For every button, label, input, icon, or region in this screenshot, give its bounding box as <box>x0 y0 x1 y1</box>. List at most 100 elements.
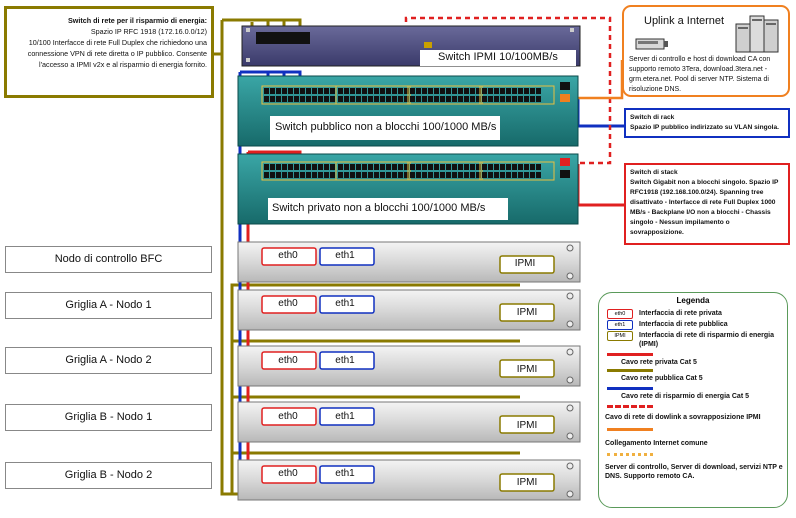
switch-port <box>500 164 505 170</box>
stack-note-title: Switch di stack <box>630 169 678 176</box>
switch-port <box>482 164 487 170</box>
legend-swatch-eth0: eth0 <box>607 309 633 319</box>
switch-port <box>386 172 391 178</box>
port-group <box>407 85 483 105</box>
switch-port <box>500 172 505 178</box>
switch-port <box>518 88 523 94</box>
switch-port <box>506 96 511 102</box>
node-label-grid-a-2: Griglia A - Nodo 2 <box>5 347 212 374</box>
switch-port <box>392 172 397 178</box>
switch-port <box>312 172 317 178</box>
switch-port <box>536 96 541 102</box>
switch-port <box>318 164 323 170</box>
switch-port <box>434 96 439 102</box>
switch-port <box>488 96 493 102</box>
switch-port <box>488 88 493 94</box>
node-ipmi-port <box>499 415 555 434</box>
node-eth1-port <box>319 351 375 370</box>
switch-port <box>464 172 469 178</box>
switch-port <box>446 164 451 170</box>
ipmi-switch <box>241 25 581 67</box>
switch-port <box>530 164 535 170</box>
switch-port <box>386 96 391 102</box>
switch-port <box>368 164 373 170</box>
node-ipmi-port <box>499 303 555 322</box>
switch-port <box>404 172 409 178</box>
switch-port <box>482 96 487 102</box>
switch-port <box>470 88 475 94</box>
node-1-eth0: eth0 <box>278 298 298 309</box>
switch-port <box>512 96 517 102</box>
node-ipmi-port <box>499 473 555 492</box>
switch-port <box>500 96 505 102</box>
legend-internet-link: Collegamento Internet comune <box>605 440 708 447</box>
switch-port <box>276 88 281 94</box>
public-switch <box>237 75 579 147</box>
switch-port <box>368 172 373 178</box>
rack-switch-note: Switch di rack Spazio IP pubblico indiri… <box>624 108 790 138</box>
switch-port <box>300 88 305 94</box>
node-3-eth1: eth1 <box>335 411 355 422</box>
switch-port <box>392 88 397 94</box>
switch-port <box>536 88 541 94</box>
switch-port <box>482 88 487 94</box>
switch-port <box>524 88 529 94</box>
switch-port <box>392 96 397 102</box>
switch-port <box>410 172 415 178</box>
switch-port <box>512 88 517 94</box>
switch-port <box>318 88 323 94</box>
node-2-eth1: eth1 <box>335 355 355 366</box>
switch-port <box>494 164 499 170</box>
switch-port <box>524 172 529 178</box>
node-1-eth1: eth1 <box>335 298 355 309</box>
switch-port <box>282 96 287 102</box>
switch-port <box>288 172 293 178</box>
switch-port <box>300 164 305 170</box>
switch-port <box>530 172 535 178</box>
switch-port <box>530 88 535 94</box>
switch-port <box>374 172 379 178</box>
node-2-ipmi: IPMI <box>516 364 538 375</box>
switch-port <box>536 172 541 178</box>
node-2-eth0: eth0 <box>278 355 298 366</box>
rack-screw <box>566 272 574 280</box>
switch-port <box>446 88 451 94</box>
switch-port <box>350 164 355 170</box>
switch-port <box>404 164 409 170</box>
switch-port <box>318 172 323 178</box>
switch-port <box>518 96 523 102</box>
stack-switch-note: Switch di stack Switch Gigabit non a blo… <box>624 163 790 245</box>
switch-port <box>398 96 403 102</box>
switch-port <box>374 88 379 94</box>
switch-port <box>422 88 427 94</box>
ipmi-switch-note: Switch di rete per il risparmio di energ… <box>4 6 214 98</box>
rack-screw <box>566 462 574 470</box>
switch-port <box>440 172 445 178</box>
private-switch <box>237 153 579 225</box>
switch-port <box>282 88 287 94</box>
switch-port <box>288 96 293 102</box>
switch-port <box>306 164 311 170</box>
switch-port <box>362 96 367 102</box>
switch-port <box>506 88 511 94</box>
ipmi-note-line-4: l'accesso a IPMI v2x e al risparmio di e… <box>39 60 207 69</box>
switch-port <box>374 96 379 102</box>
switch-port <box>350 88 355 94</box>
legend-internet-swatch <box>607 453 653 456</box>
switch-port <box>446 172 451 178</box>
switch-port <box>482 172 487 178</box>
ipmi-note-line-1: Spazio IP RFC 1918 (172.16.0.0/12) <box>90 27 207 36</box>
port-group <box>407 161 483 181</box>
legend-title: Legenda <box>676 296 710 305</box>
switch-port <box>356 96 361 102</box>
switch-port <box>500 88 505 94</box>
switch-port <box>362 88 367 94</box>
switch-port <box>518 164 523 170</box>
node-eth0-port <box>261 295 317 314</box>
switch-port <box>476 172 481 178</box>
rack-note-text: Spazio IP pubblico indirizzato su VLAN s… <box>630 124 779 131</box>
switch-port <box>338 172 343 178</box>
switch-port <box>312 96 317 102</box>
switch-port <box>288 88 293 94</box>
